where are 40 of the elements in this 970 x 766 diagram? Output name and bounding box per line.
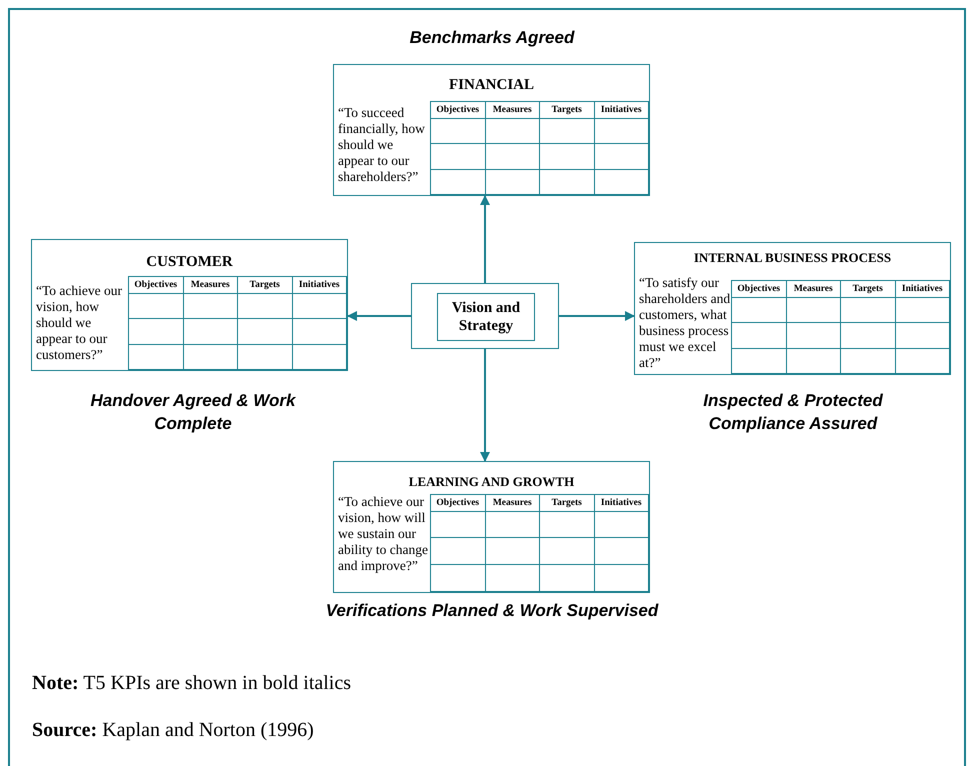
- column-header: Measures: [786, 280, 840, 297]
- column-header: Targets: [840, 280, 895, 297]
- column-header: Objectives: [430, 494, 485, 511]
- kpi-caption: Verifications Planned & Work Supervised: [324, 600, 660, 622]
- column-header: Measures: [485, 101, 540, 118]
- scorecard-panel: [31, 239, 348, 371]
- column-header: Targets: [238, 276, 292, 293]
- kpi-caption: Inspected & Protected Compliance Assured: [702, 390, 884, 435]
- panel-heading: CUSTOMER: [145, 254, 234, 271]
- column-header: Initiatives: [594, 101, 648, 118]
- column-header: Initiatives: [895, 280, 950, 297]
- panel-heading: FINANCIAL: [448, 77, 535, 94]
- column-header: Targets: [540, 101, 594, 118]
- column-header: Initiatives: [292, 276, 346, 293]
- kpi-caption: Benchmarks Agreed: [408, 27, 576, 49]
- arrow: [480, 349, 490, 462]
- column-header: Initiatives: [594, 494, 648, 511]
- node-title: Vision and Strategy: [450, 299, 522, 335]
- arrow: [559, 311, 635, 321]
- panel-heading: LEARNING AND GROWTH: [408, 474, 576, 490]
- arrow: [480, 195, 490, 283]
- column-header: Targets: [540, 494, 594, 511]
- note-text: Note: T5 KPIs are shown in bold italics: [32, 672, 352, 695]
- question-text: “To satisfy our shareholders and customers, what business process must we excel at?”: [639, 275, 731, 371]
- column-header: Measures: [183, 276, 238, 293]
- column-header: Objectives: [430, 101, 485, 118]
- scorecard-panel: [333, 461, 650, 593]
- panel-heading: INTERNAL BUSINESS PROCESS: [692, 250, 892, 266]
- question-text: “To succeed financially, how should we appear to our shareholders?”: [338, 105, 426, 185]
- column-header: Measures: [485, 494, 540, 511]
- note-text: Source: Kaplan and Norton (1996): [32, 719, 314, 742]
- arrow: [347, 311, 411, 321]
- vision-box: [411, 283, 559, 349]
- column-header: Objectives: [128, 276, 183, 293]
- question-text: “To achieve our vision, how should we appear to our customers?”: [36, 283, 124, 363]
- scorecard-panel: [634, 242, 951, 375]
- kpi-caption: Handover Agreed & Work Complete: [90, 390, 297, 435]
- scorecard-panel: [333, 64, 650, 196]
- column-header: Objectives: [732, 280, 786, 297]
- question-text: “To achieve our vision, how will we sustain our ability to change and improve?”: [338, 494, 429, 574]
